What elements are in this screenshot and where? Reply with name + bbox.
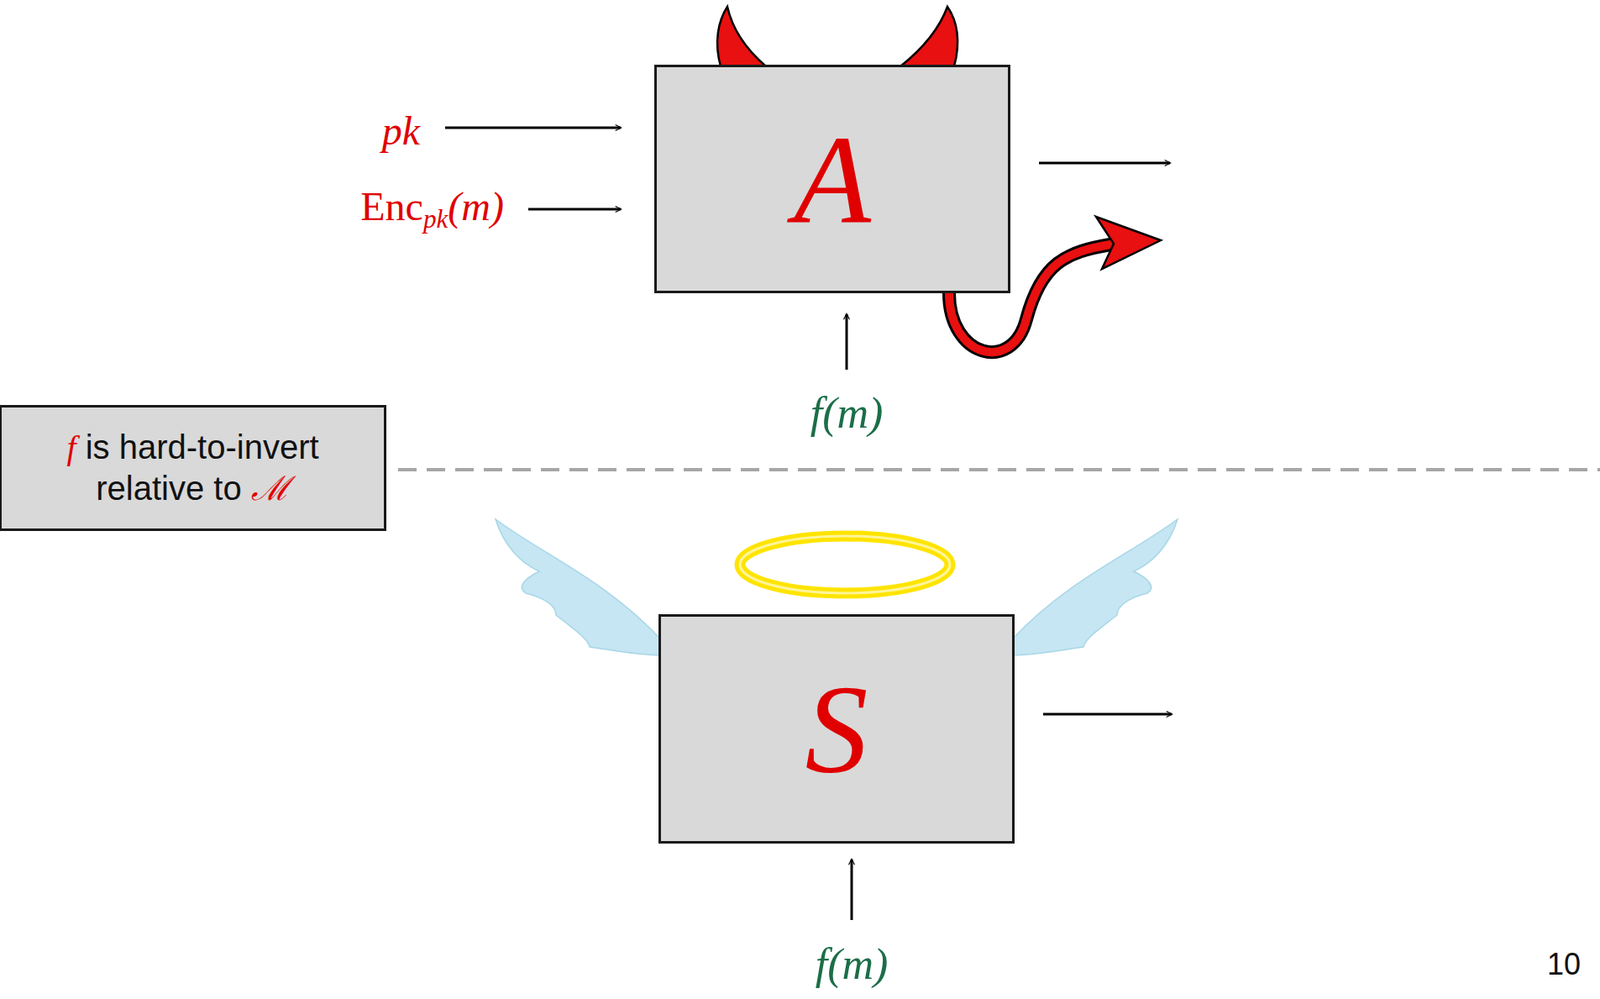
page-number: 10 <box>1547 947 1581 981</box>
input-label: f(m) <box>810 388 884 437</box>
assumption-box: f is hard-to-invert relative to ℳ <box>0 404 387 531</box>
halo <box>739 535 950 593</box>
input-label: pk <box>382 109 420 154</box>
input-label: f(m) <box>815 939 889 988</box>
simulator-box: S <box>658 613 1015 844</box>
input-arrow <box>845 314 849 370</box>
assumption-text: f is hard-to-invert relative to ℳ <box>1 416 384 520</box>
wing <box>1012 519 1178 656</box>
output-arrow <box>1038 162 1170 165</box>
devil-horns <box>717 6 958 67</box>
output-arrow <box>1043 713 1172 716</box>
input-label: Encpk(m) <box>360 184 504 235</box>
input-arrow <box>850 859 854 920</box>
dashed-divider <box>398 467 1600 472</box>
party-letter: A <box>793 115 871 242</box>
adversary-box: A <box>654 64 1011 294</box>
horn <box>900 6 958 67</box>
input-arrow <box>445 126 621 130</box>
wing <box>495 519 661 656</box>
horn <box>717 6 766 67</box>
party-letter: S <box>805 666 869 793</box>
input-arrow <box>528 208 621 211</box>
